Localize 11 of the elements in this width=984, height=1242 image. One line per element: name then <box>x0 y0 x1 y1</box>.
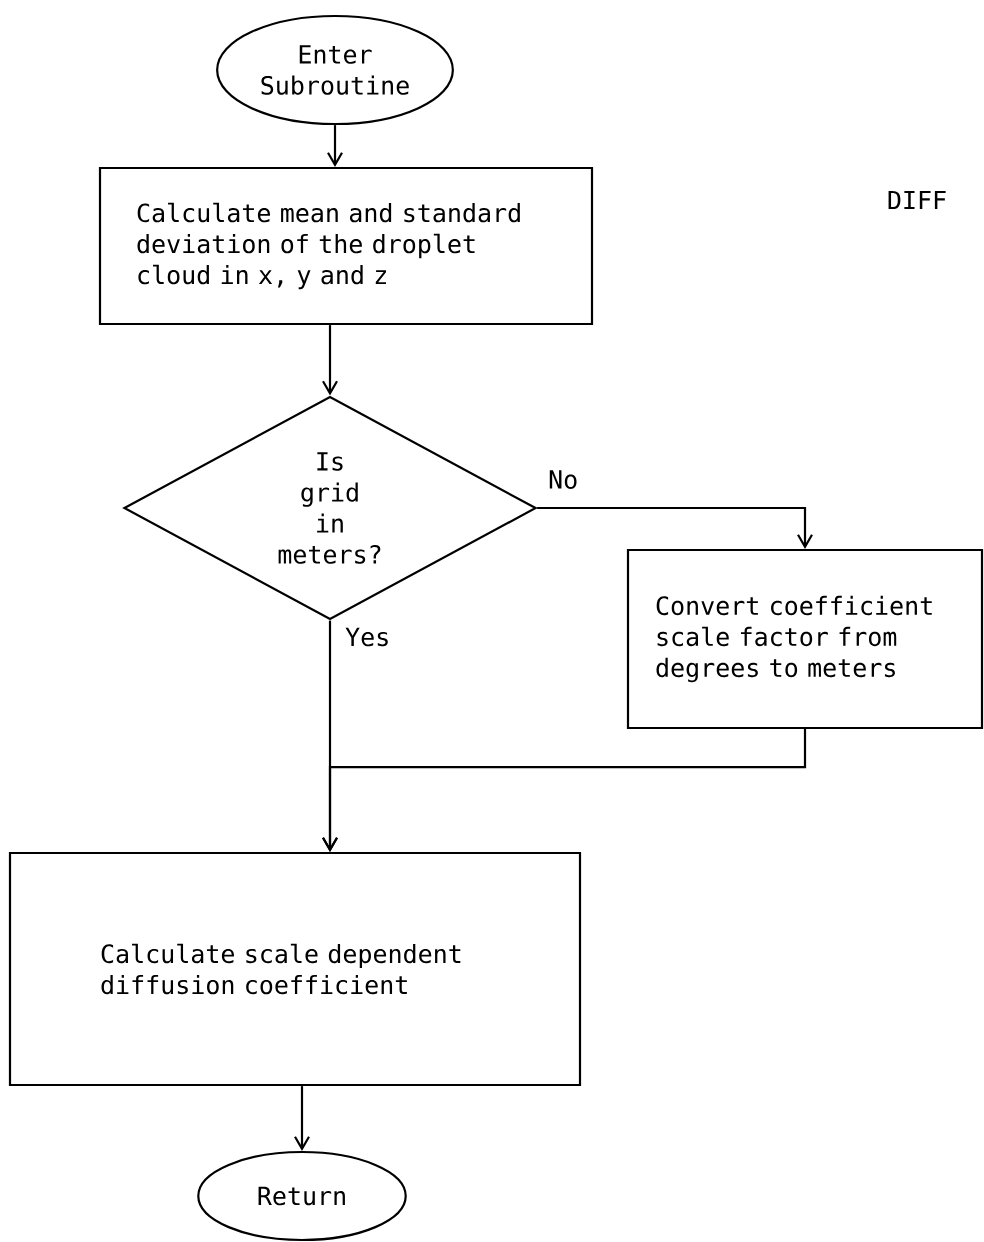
process-box: Calculate scale dependent diffusion coefficient <box>8 851 582 1087</box>
edge-label: Yes <box>345 627 388 647</box>
process-box: Convert coefficient scale factor from degrees to meters <box>626 548 984 730</box>
edge-label: No <box>549 470 577 489</box>
arrow <box>327 125 343 167</box>
arrow <box>322 729 807 852</box>
arrow <box>294 1086 310 1151</box>
arrow <box>537 506 813 549</box>
arrow <box>322 325 338 396</box>
page-label: DIFF <box>888 190 946 210</box>
process-box: Calculate mean and standard deviation of the droplet cloud in x, y and z <box>98 166 594 326</box>
